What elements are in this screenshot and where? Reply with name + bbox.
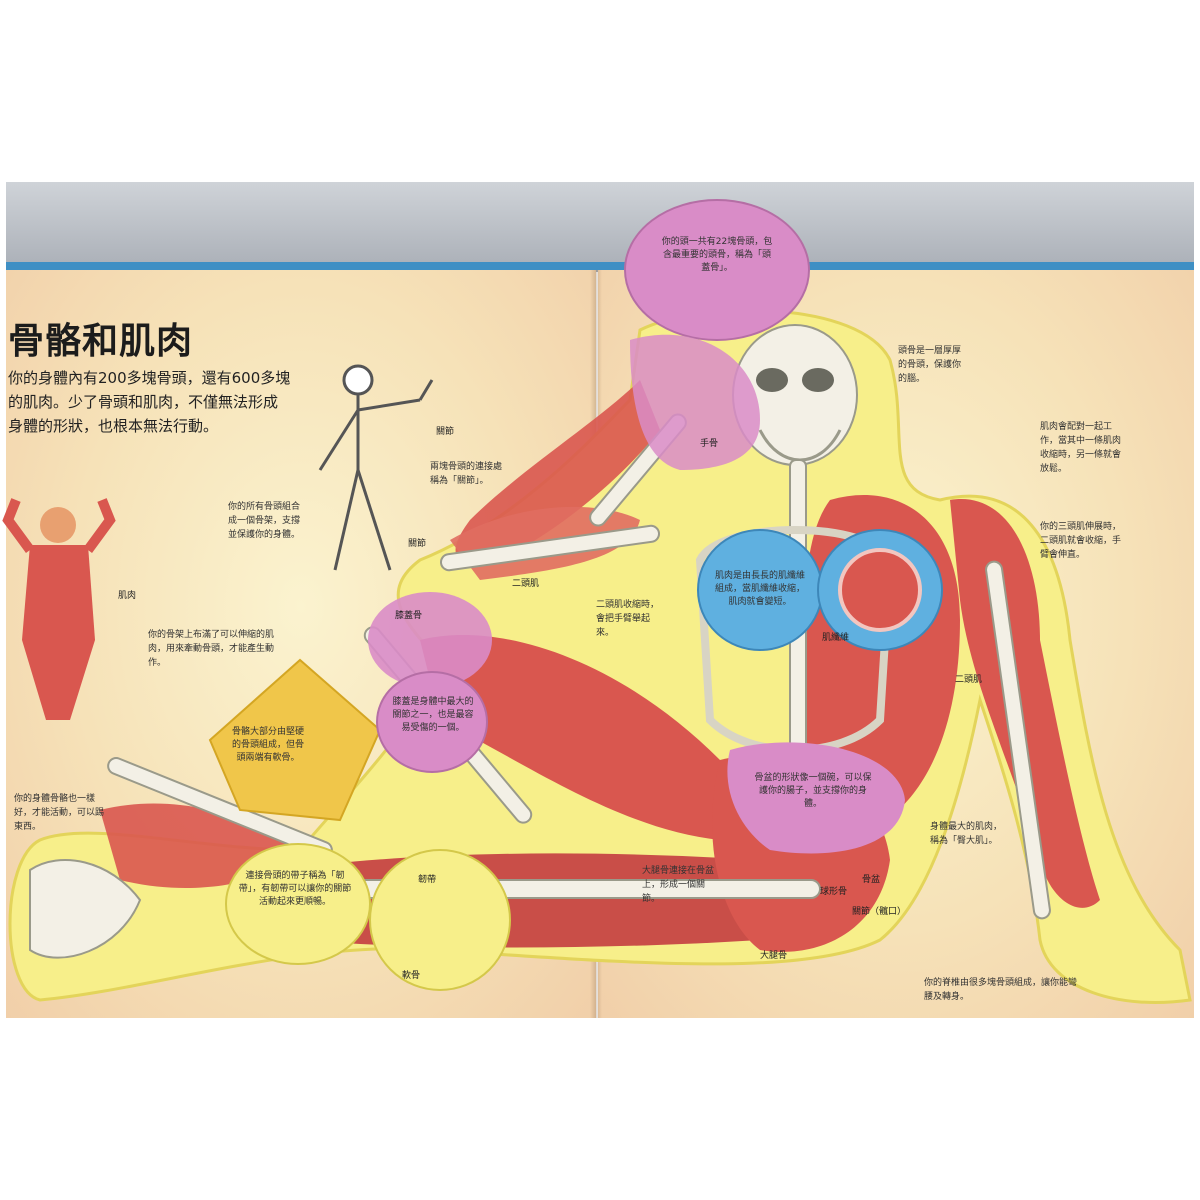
intro-line: 身體的形狀，也根本無法行動。 [8, 417, 219, 435]
flap-knee-pink [368, 592, 492, 688]
page-title: 骨骼和肌肉 [8, 320, 194, 362]
upper-arm-bone [439, 524, 661, 572]
intro-line: 的肌肉。少了骨頭和肌肉，不僅無法形成 [8, 393, 279, 411]
caption-triceps: 你的三頭肌伸展時，二頭肌就會收縮，手臂會伸直。 [1040, 522, 1122, 560]
label-biceps: 二頭肌 [512, 579, 540, 589]
eye-socket-right [802, 368, 834, 392]
flap-blue-text[interactable]: 肌肉是由長長的肌纖維組成，當肌纖維收縮，肌肉就會變短。 [714, 571, 805, 607]
label-ball-joint: 球形骨 [820, 887, 848, 897]
label-pelvis: 骨盆 [862, 875, 881, 885]
caption-kick: 你的身體骨骼也一樣好，才能活動，可以踢東西。 [14, 794, 105, 832]
label-cartilage: 軟骨 [402, 971, 421, 981]
label-patella: 膝蓋骨 [395, 611, 423, 621]
label-muscle: 肌肉 [118, 591, 137, 601]
label-hip-joint: 關節（髖口） [852, 907, 907, 917]
flap-yellow-left [208, 658, 382, 822]
caption-work-together: 肌肉會配對一起工作，當其中一條肌肉收縮時，另一條就會放鬆。 [1040, 422, 1122, 474]
label-ligament: 韌帶 [418, 875, 437, 885]
caption-spine: 你的脊椎由很多塊骨頭組成，讓你能彎腰及轉身。 [924, 978, 1078, 1002]
label-triceps: 二頭肌 [955, 675, 983, 685]
body-outline [8, 308, 1192, 1004]
flap-knee-text[interactable]: 膝蓋是身體中最大的關節之一，也是最容易受傷的一個。 [392, 697, 474, 733]
label-hand-bone: 手骨 [700, 439, 719, 449]
flap-hand-pink [630, 334, 760, 470]
flap-knee-yellow-right [369, 849, 511, 991]
flap-yellow-text[interactable]: 骨骼大部分由堅硬的骨頭組成，但骨頭兩端有軟骨。 [231, 727, 304, 763]
muscle-fiber-bundle [838, 548, 922, 632]
flap-top-text[interactable]: 你的頭一共有22塊骨頭，包含最重要的頭骨，稱為「頭蓋骨」。 [661, 237, 773, 273]
caption-hip: 大腿骨連接在骨盆上，形成一個關節。 [642, 866, 715, 904]
caption-big-muscle: 身體最大的肌肉，稱為「臀大肌」。 [930, 822, 1003, 846]
label-joint: 關節 [436, 427, 455, 437]
mini-skeleton [318, 364, 434, 571]
foot-bones [29, 859, 142, 959]
book-cover-edge [6, 262, 1194, 270]
flap-hip-pink [727, 742, 905, 854]
muscle-man [2, 498, 116, 720]
flap-knee-round [376, 671, 488, 773]
eye-socket-left [756, 368, 788, 392]
label-femur: 大腿骨 [760, 951, 788, 961]
right-arm-bone [985, 560, 1051, 920]
flap-top-pink [624, 199, 810, 341]
caption-skeleton: 你的所有骨頭組合成一個骨架，支撐並保護你的身體。 [228, 502, 301, 540]
caption-joint: 兩塊骨頭的連接處稱為「關節」。 [430, 462, 503, 486]
caption-biceps: 二頭肌收縮時，會把手臂舉起來。 [596, 600, 660, 638]
intro-line: 你的身體內有200多塊骨頭，還有600多塊 [8, 369, 291, 387]
flap-knee-round-text[interactable]: 連接骨頭的帶子稱為「韌帶」，有韌帶可以讓你的關節活動起來更順暢。 [238, 871, 352, 907]
label-muscle-fiber: 肌纖維 [822, 633, 850, 643]
flap-knee-yellow-left [225, 843, 371, 965]
caption-attach: 你的骨架上布滿了可以伸縮的肌肉，用來牽動骨頭，才能產生動作。 [148, 630, 275, 668]
muscle-thigh [420, 635, 750, 840]
caption-skull: 頭骨是一層厚厚的骨頭，保護你的腦。 [898, 346, 962, 384]
label-joint-2: 關節 [408, 539, 427, 549]
book-cover-top [6, 182, 1194, 272]
intro-paragraph: 你的身體內有200多塊骨頭，還有600多塊 的肌肉。少了骨頭和肌肉，不僅無法形成… [8, 366, 338, 438]
muscle-arm-right [950, 499, 1100, 908]
flap-hip-text[interactable]: 骨盆的形狀像一個碗，可以保護你的腸子，並支撐你的身體。 [754, 773, 872, 809]
